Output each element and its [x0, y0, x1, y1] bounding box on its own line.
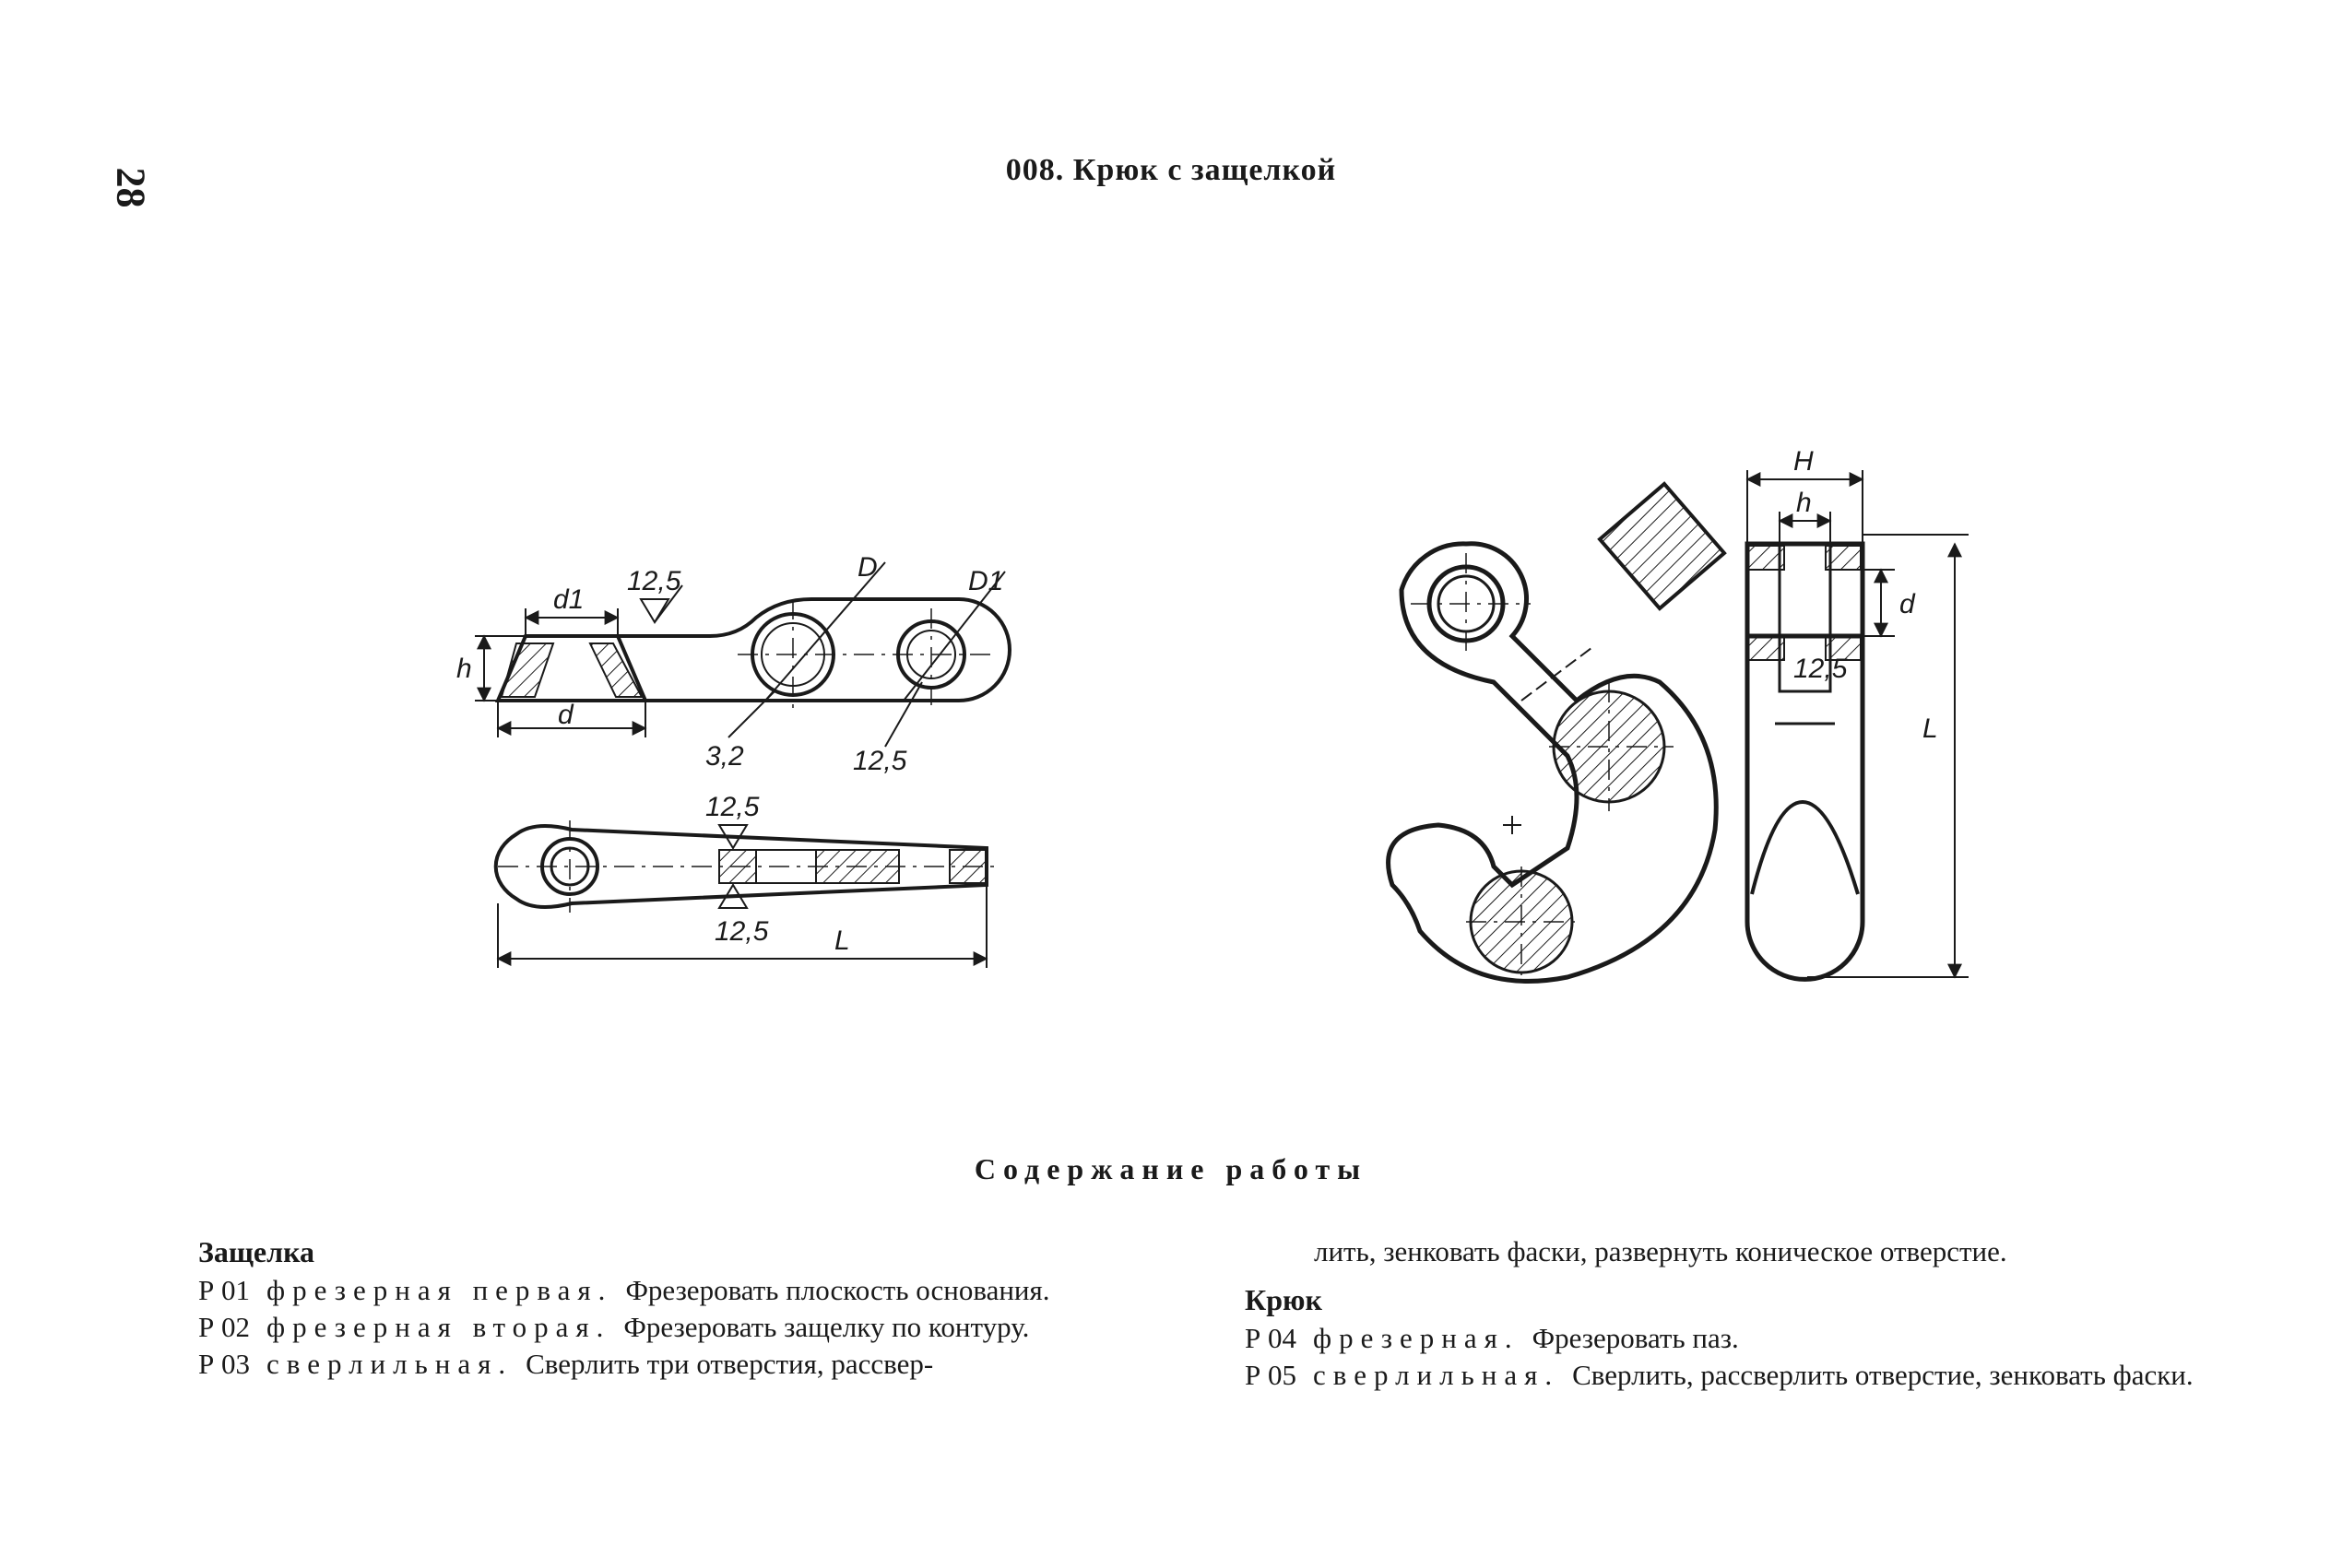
roughness-top: 12,5: [627, 566, 681, 596]
roughness-plan-top: 12,5: [705, 792, 760, 822]
op-text: Сверлить, рассверлить отверстие, зенкова…: [1572, 1359, 2194, 1391]
latch-side-view: [494, 597, 1011, 710]
latch-operations: Защелка Р 01 фрезерная первая. Фрезеровать…: [198, 1235, 1189, 1385]
label-D: D: [858, 552, 878, 583]
op-name: сверлильная.: [266, 1348, 514, 1380]
op-text: Фрезеровать паз.: [1532, 1322, 1739, 1354]
latch-plan-dimensions: [496, 824, 988, 968]
hook-title: Крюк: [1245, 1283, 1322, 1316]
op-code: Р 04: [1245, 1322, 1296, 1354]
latch-plan-view: [493, 820, 996, 913]
latch-title: Защелка: [198, 1235, 315, 1268]
roughness-hole2: 12,5: [853, 746, 907, 776]
op-p03: Р 03 сверлильная. Сверлить три отверстия, …: [198, 1348, 1189, 1381]
op-text: Сверлить три отверстия, рассвер-: [526, 1348, 934, 1380]
op-code: Р 01: [198, 1274, 250, 1306]
op-code: Р 03: [198, 1348, 250, 1380]
label-D1: D1: [968, 566, 1003, 596]
hook-front-view: [1386, 481, 1727, 984]
label-d1: d1: [553, 584, 584, 615]
op-name: фрезерная вторая.: [266, 1311, 611, 1343]
op-p02: Р 02 фрезерная вторая. Фрезеровать защелку…: [198, 1311, 1189, 1344]
op-code: Р 05: [1245, 1359, 1296, 1391]
op-p05: Р 05 сверлильная. Сверлить, рассверлить от…: [1245, 1359, 2236, 1392]
roughness-hole1: 3,2: [705, 741, 744, 772]
op-p01: Р 01 фрезерная первая. Фрезеровать плоскос…: [198, 1274, 1189, 1307]
label-d: d: [558, 700, 574, 730]
roughness-plan-bottom: 12,5: [715, 916, 769, 947]
label-L-latch: L: [834, 925, 850, 956]
label-h-hook: h: [1796, 488, 1812, 518]
latch-side-dimensions: [475, 561, 1006, 748]
label-d-hook: d: [1899, 589, 1916, 619]
op-code: Р 02: [198, 1311, 250, 1343]
hook-side-view: [1745, 541, 1865, 982]
op-name: сверлильная.: [1313, 1359, 1560, 1391]
hook-side-dimensions: [1745, 470, 1969, 979]
op-name: фрезерная первая.: [266, 1274, 613, 1306]
hook-operations: лить, зенковать фаски, развернуть кониче…: [1245, 1235, 2236, 1396]
op-text: Фрезеровать защелку по контуру.: [623, 1311, 1030, 1343]
label-H: H: [1793, 446, 1814, 477]
label-L-hook: L: [1922, 713, 1938, 744]
op-name: фрезерная.: [1313, 1322, 1520, 1354]
op-p03-continuation: лить, зенковать фаски, развернуть кониче…: [1314, 1235, 2007, 1267]
section-heading: Содержание работы: [974, 1152, 1368, 1185]
op-p04: Р 04 фрезерная. Фрезеровать паз.: [1245, 1322, 2236, 1355]
op-text: Фрезеровать плоскость основания.: [625, 1274, 1050, 1306]
page-title: 008. Крюк с защелкой: [1005, 153, 1337, 187]
label-h: h: [456, 654, 472, 684]
roughness-slot: 12,5: [1793, 654, 1848, 684]
